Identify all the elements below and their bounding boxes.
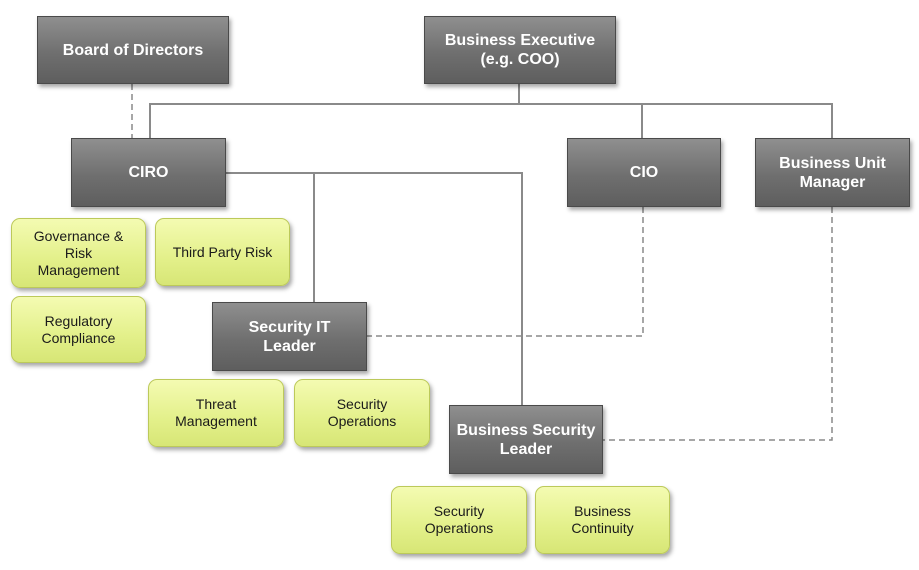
- cio-box: CIO: [567, 138, 721, 207]
- business-unit-manager-label-line2: Manager: [799, 173, 866, 191]
- security-operations-business-box: Security Operations: [391, 486, 527, 554]
- business-security-leader-box: Business Security Leader: [449, 405, 603, 474]
- business-continuity-label-line1: Business: [574, 503, 631, 519]
- business-executive-box: Business Executive (e.g. COO): [424, 16, 616, 84]
- security-it-leader-box: Security IT Leader: [212, 302, 367, 371]
- exec-to-cio-line: [519, 103, 643, 138]
- exec-to-ciro-line: [149, 83, 520, 138]
- threat-management-box: Threat Management: [148, 379, 284, 447]
- business-security-leader-label-line1: Business Security: [456, 421, 596, 439]
- business-continuity-box: Business Continuity: [535, 486, 670, 554]
- business-unit-manager-label-line1: Business Unit: [779, 154, 886, 172]
- governance-risk-label-line3: Management: [37, 261, 120, 278]
- security-it-leader-label-line2: Leader: [263, 337, 316, 355]
- regulatory-compliance-box: Regulatory Compliance: [11, 296, 146, 363]
- ciro-label: CIRO: [128, 164, 169, 181]
- governance-risk-label-line1: Governance &: [33, 227, 124, 244]
- regulatory-compliance-label-line2: Compliance: [41, 329, 116, 346]
- business-executive-label: Business Executive: [444, 32, 596, 49]
- business-continuity-label-line2: Continuity: [571, 520, 634, 536]
- security-operations-it-label-line2: Operations: [327, 413, 397, 429]
- third-party-risk-box: Third Party Risk: [155, 218, 290, 286]
- regulatory-compliance-label-line1: Regulatory: [44, 312, 113, 329]
- security-operations-business-label-line2: Operations: [424, 520, 494, 536]
- board-of-directors-box: Board of Directors: [37, 16, 229, 84]
- security-operations-business-label-line1: Security: [433, 503, 485, 519]
- ciro-box: CIRO: [71, 138, 226, 207]
- cio-to-security-it-dotted-line: [367, 207, 644, 337]
- bu-manager-to-business-security-dotted-line: [603, 207, 833, 441]
- threat-management-label-line1: Threat: [195, 396, 237, 412]
- board-of-directors-label: Board of Directors: [62, 41, 204, 59]
- governance-risk-management-box: Governance & Risk Management: [11, 218, 146, 288]
- security-operations-it-label-line1: Security: [336, 396, 388, 412]
- exec-to-bu-manager-line: [642, 103, 833, 138]
- threat-management-label-line2: Management: [175, 413, 257, 429]
- cio-label: CIO: [629, 164, 659, 181]
- security-it-leader-label-line1: Security IT: [248, 318, 331, 336]
- third-party-risk-label: Third Party Risk: [172, 243, 273, 260]
- business-unit-manager-box: Business Unit Manager: [755, 138, 910, 207]
- ciro-to-business-security-line: [314, 172, 523, 405]
- business-security-leader-label-line2: Leader: [499, 440, 553, 458]
- governance-risk-label-line2: Risk: [64, 244, 93, 261]
- security-operations-it-box: Security Operations: [294, 379, 430, 447]
- business-executive-sublabel: (e.g. COO): [480, 51, 560, 68]
